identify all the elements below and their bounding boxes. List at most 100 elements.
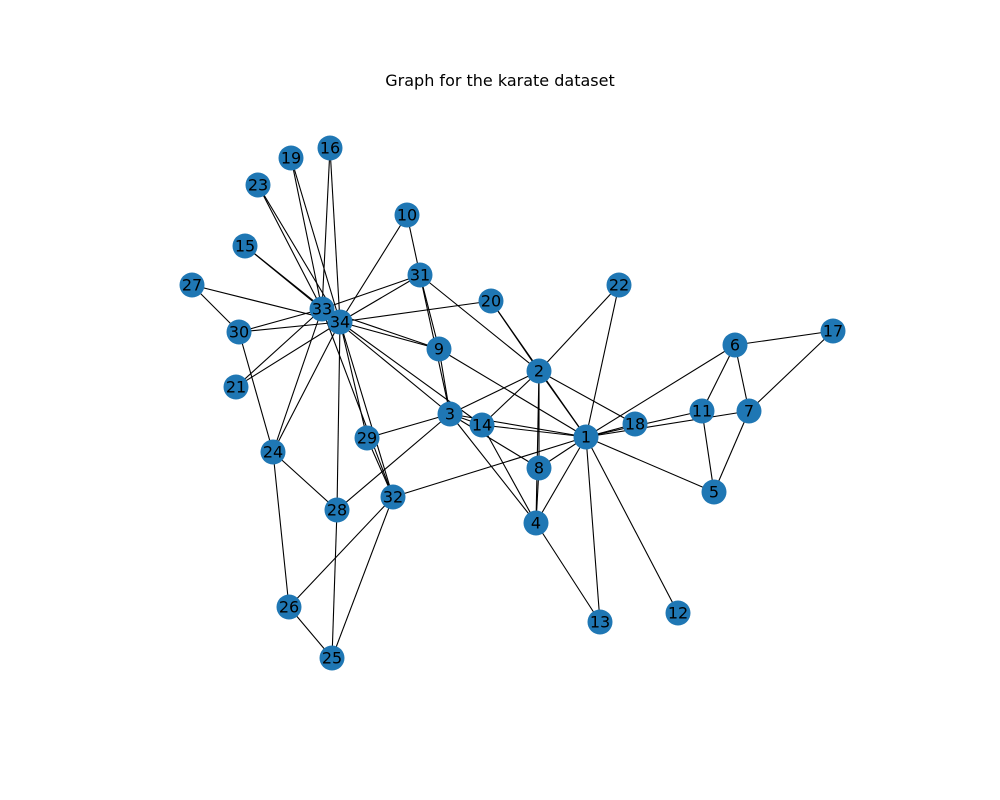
node-circle (523, 510, 549, 536)
node-circle (689, 398, 715, 424)
graph-title: Graph for the karate dataset (385, 71, 615, 90)
edge-3-8 (449, 413, 540, 469)
edge-2-14 (481, 370, 540, 426)
node-label: 28 (327, 501, 347, 520)
node-11: 11 (689, 398, 715, 424)
edge-1-9 (438, 348, 587, 438)
edge-21-34 (235, 321, 341, 388)
node-label: 30 (229, 323, 249, 342)
node-label: 19 (281, 149, 301, 168)
node-circle (324, 497, 350, 523)
node-29: 29 (354, 425, 380, 451)
edge-9-34 (339, 321, 440, 350)
node-28: 28 (324, 497, 350, 523)
node-24: 24 (260, 439, 286, 465)
edge-32-34 (339, 321, 394, 498)
edge-19-34 (290, 157, 341, 323)
node-label: 24 (263, 443, 283, 462)
node-circle (354, 425, 380, 451)
node-8: 8 (526, 455, 552, 481)
node-circle (278, 145, 304, 171)
node-6: 6 (722, 332, 748, 358)
node-label: 15 (235, 237, 255, 256)
edge-1-6 (585, 344, 736, 438)
node-18: 18 (622, 411, 648, 437)
edge-20-34 (339, 300, 492, 323)
node-label: 23 (248, 176, 268, 195)
node-label: 2 (534, 362, 544, 381)
edge-25-32 (331, 496, 394, 659)
node-circle (526, 358, 552, 384)
node-label: 4 (531, 514, 541, 533)
node-circle (587, 609, 613, 635)
node-label: 7 (744, 402, 754, 421)
node-30: 30 (226, 319, 252, 345)
edge-2-22 (538, 284, 620, 372)
node-9: 9 (426, 336, 452, 362)
node-label: 32 (383, 488, 403, 507)
edge-1-7 (585, 410, 750, 438)
edge-26-32 (288, 496, 394, 608)
edge-23-33 (257, 184, 323, 310)
node-circle (394, 202, 420, 228)
node-circle (606, 272, 632, 298)
node-label: 9 (434, 340, 444, 359)
node-33: 33 (309, 296, 335, 322)
edge-1-13 (585, 436, 601, 623)
edge-2-20 (490, 300, 540, 372)
edge-1-12 (585, 436, 679, 614)
edge-3-29 (366, 413, 451, 439)
node-circle (317, 135, 343, 161)
edge-1-22 (585, 284, 620, 438)
edge-1-5 (585, 436, 715, 493)
edge-4-13 (535, 522, 601, 623)
edge-9-31 (419, 274, 440, 350)
node-label: 6 (730, 336, 740, 355)
node-32: 32 (380, 484, 406, 510)
edge-2-18 (538, 370, 636, 425)
node-circle (309, 296, 335, 322)
node-circle (736, 398, 762, 424)
node-circle (469, 412, 495, 438)
node-5: 5 (701, 479, 727, 505)
node-circle (276, 594, 302, 620)
edge-1-4 (535, 436, 587, 524)
edge-5-11 (701, 410, 715, 493)
edge-1-14 (481, 424, 587, 438)
edge-3-4 (449, 413, 537, 524)
node-label: 14 (472, 416, 492, 435)
node-label: 17 (823, 322, 843, 341)
edge-3-28 (336, 413, 451, 511)
node-circle (478, 288, 504, 314)
node-16: 16 (317, 135, 343, 161)
node-circle (622, 411, 648, 437)
edge-25-28 (331, 509, 338, 659)
edge-32-33 (321, 308, 394, 498)
node-circle (573, 424, 599, 450)
edge-1-32 (392, 436, 587, 498)
node-circle (701, 479, 727, 505)
node-circle (526, 455, 552, 481)
edge-31-34 (339, 274, 421, 323)
node-label: 33 (312, 300, 332, 319)
node-circle (437, 401, 463, 427)
node-label: 21 (226, 378, 246, 397)
node-circle (665, 600, 691, 626)
node-label: 5 (709, 483, 719, 502)
node-label: 26 (279, 598, 299, 617)
node-19: 19 (278, 145, 304, 171)
node-label: 12 (668, 604, 688, 623)
edge-3-10 (406, 214, 451, 415)
node-circle (179, 272, 205, 298)
node-1: 1 (573, 424, 599, 450)
node-label: 3 (445, 405, 455, 424)
node-12: 12 (665, 600, 691, 626)
edge-28-34 (336, 321, 341, 511)
node-label: 10 (397, 206, 417, 225)
node-label: 18 (625, 415, 645, 434)
edge-24-33 (272, 308, 323, 453)
node-circle (245, 172, 271, 198)
node-label: 29 (357, 429, 377, 448)
edge-30-33 (238, 308, 323, 333)
